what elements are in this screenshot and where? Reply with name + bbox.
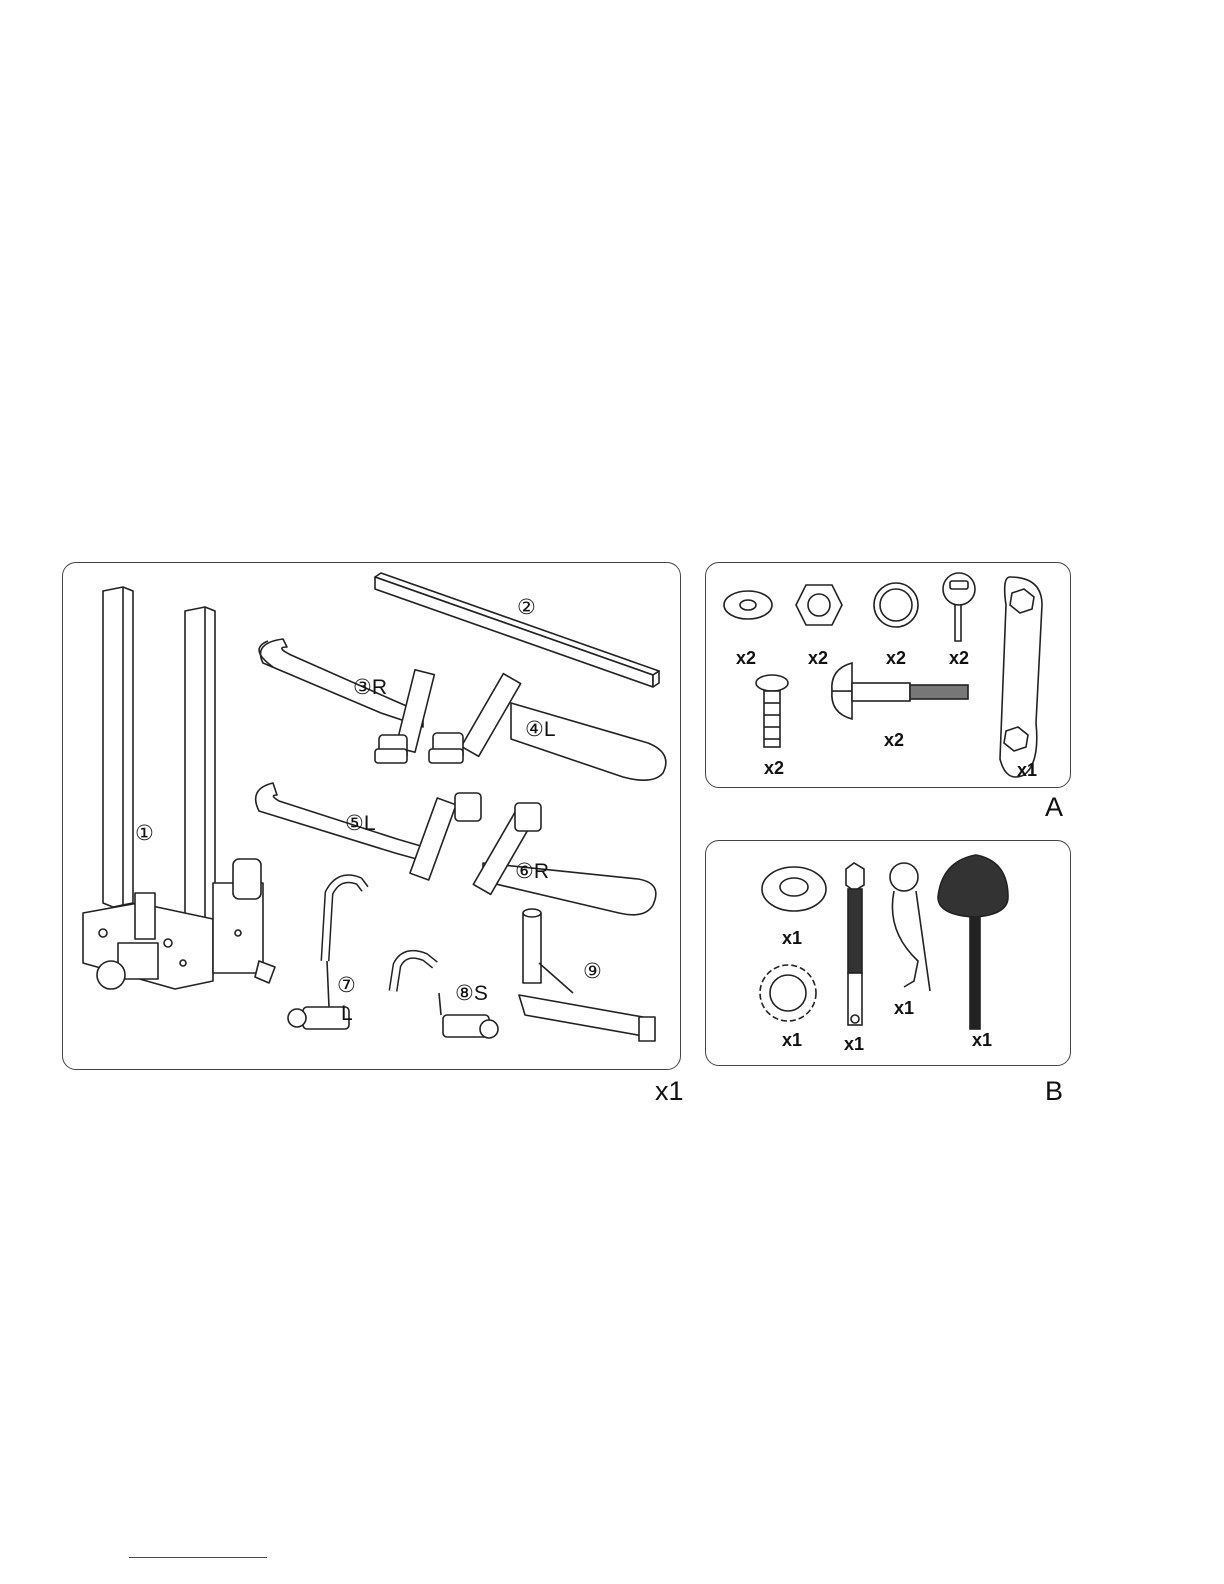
hitch-bolt-icon — [846, 863, 864, 1025]
hardware-a-qty-key: x2 — [949, 649, 969, 667]
hardware-a-illustration — [706, 563, 1070, 787]
part-8-label: ⑧S — [455, 983, 488, 1004]
part-9-label: ⑨ — [583, 961, 602, 982]
key-icon — [943, 573, 975, 641]
part-3-label: ③R — [353, 677, 387, 698]
hardware-b-qty-anti-wobble-knob: x1 — [972, 1031, 992, 1049]
hardware-b-qty-toothed-lock-washer: x1 — [782, 1031, 802, 1049]
hardware-pack-b: x1 x1 x1 x1 x1 — [705, 840, 1071, 1066]
cradle-7-drawing — [288, 879, 365, 1029]
parts-quantity: x1 — [655, 1078, 684, 1105]
hardware-b-qty-hitch-pin-clip: x1 — [894, 999, 914, 1017]
part-5-label: ⑤L — [345, 813, 376, 834]
hardware-a-qty-star-washer: x2 — [886, 649, 906, 667]
hardware-b-qty-hitch-bolt: x1 — [844, 1035, 864, 1053]
hardware-a-qty-lock-nut: x2 — [808, 649, 828, 667]
washer-icon — [724, 591, 772, 619]
lock-nut-icon — [796, 585, 842, 625]
wrench-icon — [1000, 577, 1042, 777]
part-2-label: ② — [517, 597, 536, 618]
hardware-a-qty-knob-screw: x2 — [764, 759, 784, 777]
hardware-a-qty-washer: x2 — [736, 649, 756, 667]
part-1-label: ① — [135, 823, 154, 844]
star-washer-icon — [874, 583, 918, 627]
washer-icon — [762, 867, 826, 911]
parts-panel: ① ② ③R ④L ⑤L ⑥R ⑦ L ⑧S ⑨ — [62, 562, 681, 1070]
hardware-a-label: A — [1045, 794, 1063, 821]
footer-rule — [129, 1557, 267, 1558]
hardware-b-label: B — [1045, 1078, 1063, 1105]
toothed-lock-washer-icon — [760, 965, 816, 1021]
hardware-b-qty-washer: x1 — [782, 929, 802, 947]
hardware-b-illustration — [706, 841, 1070, 1065]
arm-3-drawing — [259, 639, 434, 763]
hardware-pack-a: x2 x2 x2 x2 x2 x2 x1 — [705, 562, 1071, 788]
part-4-label: ④L — [525, 719, 556, 740]
part-7-side-label: L — [341, 1003, 353, 1024]
hardware-a-qty-carriage-bolt: x2 — [884, 731, 904, 749]
mast-assembly-drawing — [83, 587, 275, 989]
arm-6-drawing — [473, 803, 656, 915]
hitch-pin-clip-icon — [890, 863, 930, 991]
knob-screw-icon — [756, 675, 788, 747]
anti-wobble-knob-icon — [938, 855, 1008, 1029]
part-6-label: ⑥R — [515, 861, 549, 882]
carriage-bolt-icon — [832, 663, 968, 719]
part-7-label: ⑦ — [337, 975, 356, 996]
hardware-a-qty-wrench: x1 — [1017, 761, 1037, 779]
